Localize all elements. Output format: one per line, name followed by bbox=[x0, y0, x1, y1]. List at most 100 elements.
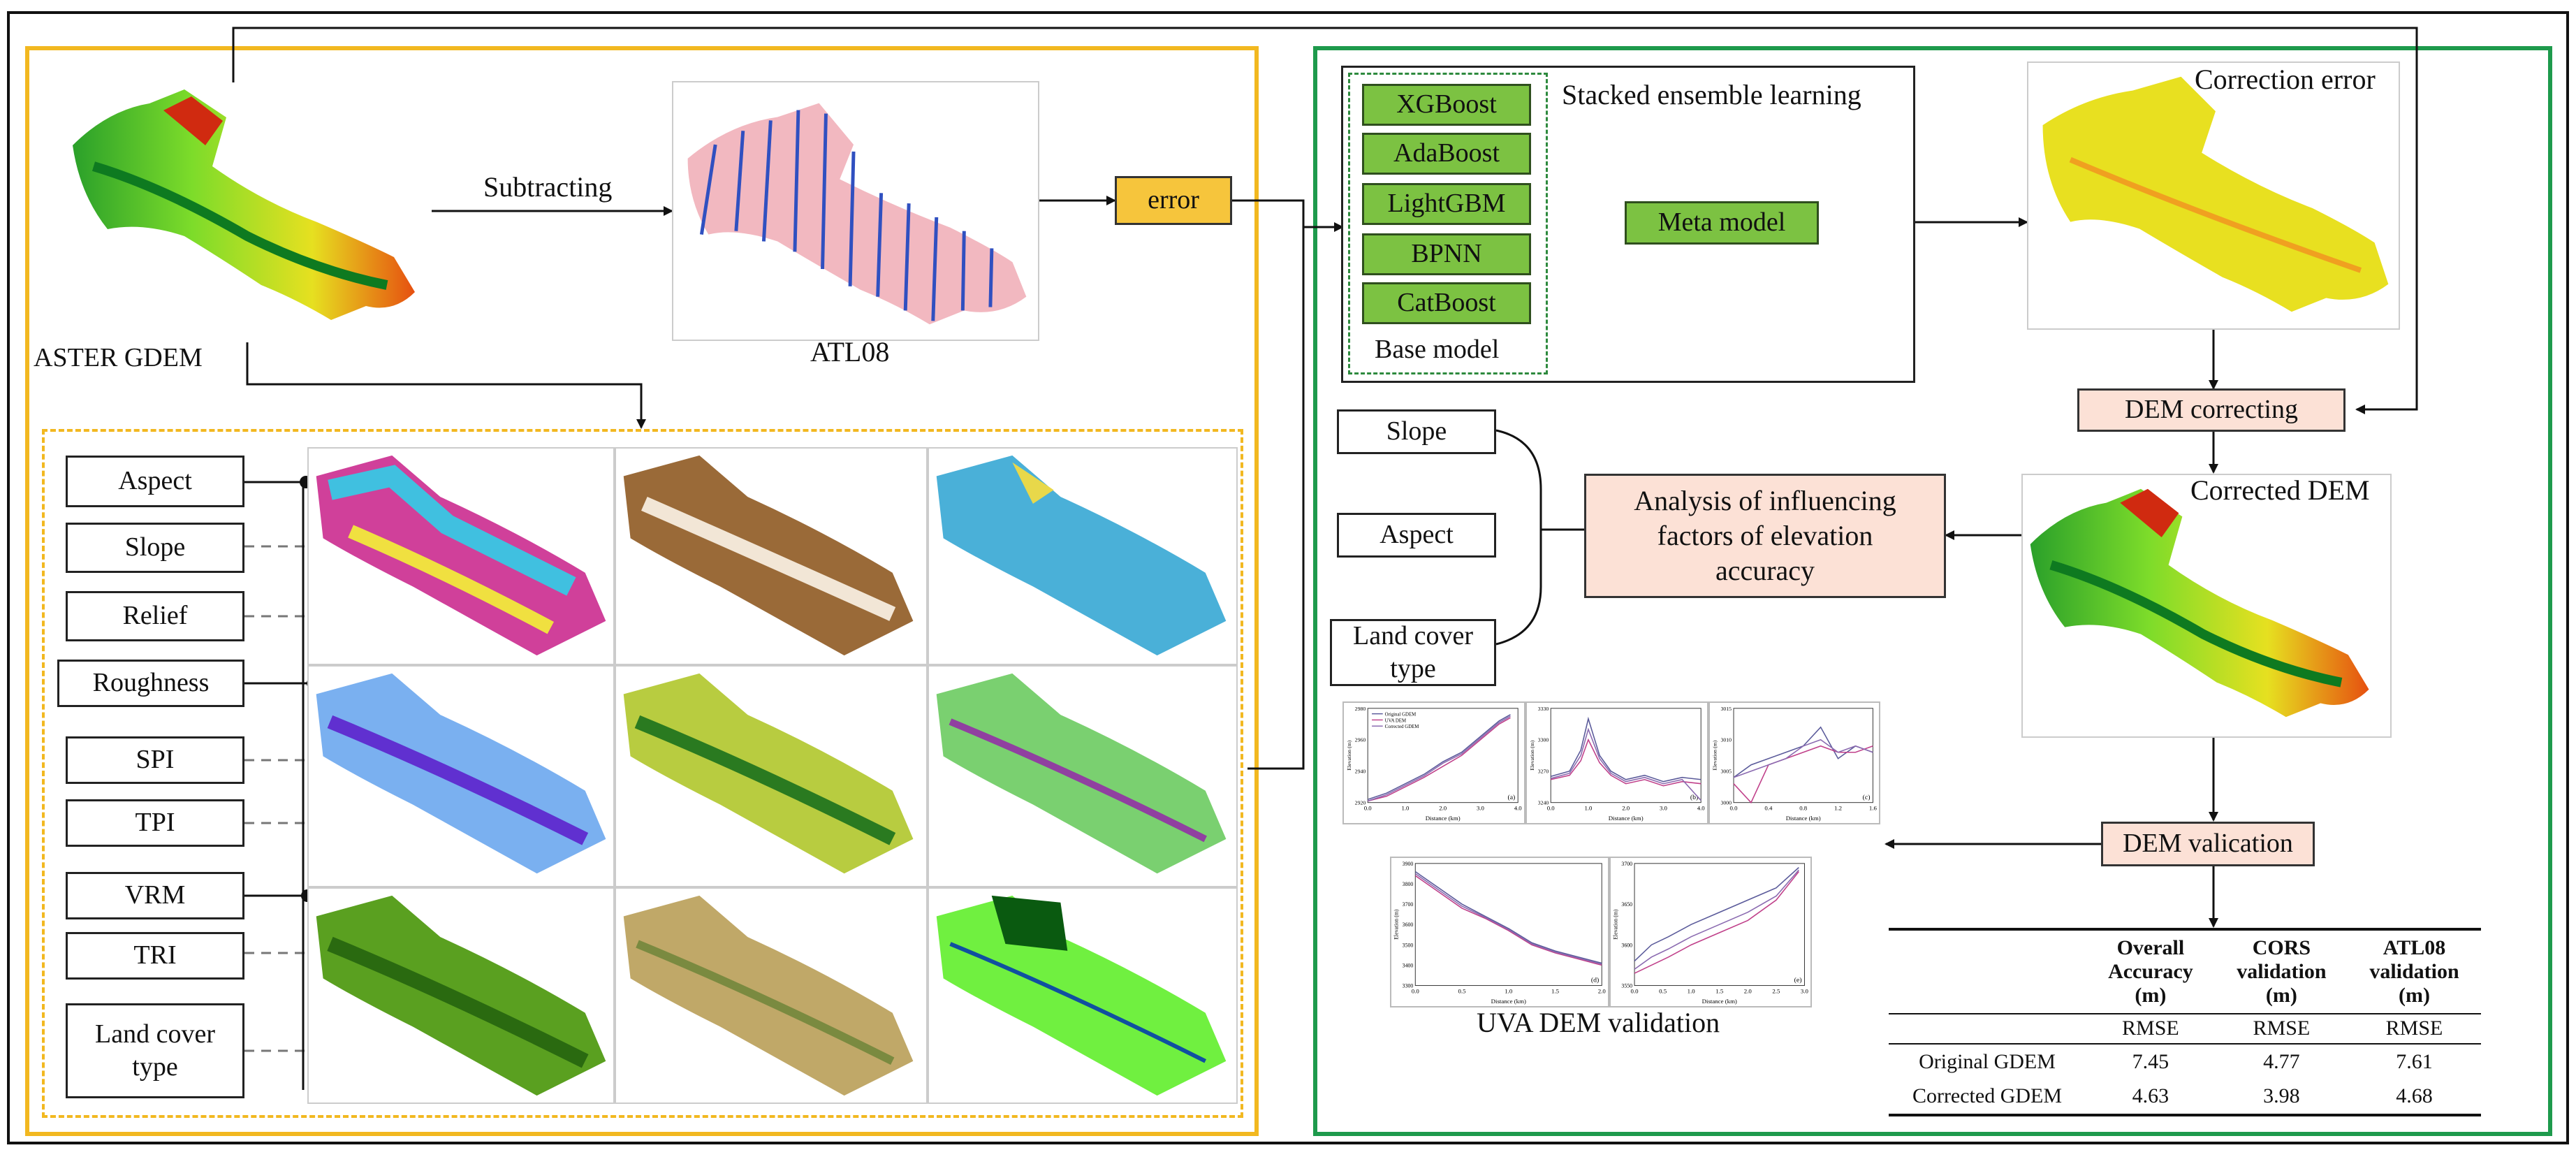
plot-frame bbox=[1733, 708, 1873, 803]
corrected-dem-label: Corrected DEM bbox=[2190, 474, 2370, 506]
aster-gdem-map bbox=[66, 82, 432, 342]
factor-label-land-cover: Land cover type bbox=[66, 1003, 244, 1098]
legend-entry: Corrected GDEM bbox=[1385, 725, 1419, 729]
series-line-3 bbox=[1414, 873, 1602, 965]
table-header-atl08: ATL08 validation (m) bbox=[2369, 936, 2459, 1007]
panel-label: (e) bbox=[1794, 977, 1802, 984]
x-tick-label: 1.0 bbox=[1505, 987, 1513, 994]
analysis-box: Analysis of influencing factors of eleva… bbox=[1584, 474, 1946, 598]
results-table-wrap: Overall Accuracy (m) CORS validation (m)… bbox=[1889, 928, 2481, 1116]
dem-correcting-box: DEM correcting bbox=[2077, 388, 2346, 432]
table-row-name: Original GDEM bbox=[1919, 1049, 2056, 1073]
table-row-name: Corrected GDEM bbox=[1912, 1084, 2063, 1108]
factor-label-relief: Relief bbox=[66, 591, 244, 641]
series-line-1 bbox=[1367, 714, 1511, 800]
series-line-2 bbox=[1634, 871, 1799, 974]
table-subheader: RMSE bbox=[2253, 1017, 2311, 1040]
right-factor-land-cover: Land cover type bbox=[1330, 619, 1496, 686]
y-tick-label: 3005 bbox=[1720, 769, 1732, 775]
spi-map bbox=[615, 665, 928, 887]
dem-validation-box: DEM valication bbox=[2101, 822, 2315, 866]
outer-frame bbox=[7, 11, 2569, 1144]
factor-label-aspect: Aspect bbox=[66, 456, 244, 507]
series-line-3 bbox=[1733, 738, 1873, 778]
x-tick-label: 0.8 bbox=[1799, 804, 1808, 811]
y-tick-label: 3400 bbox=[1403, 962, 1414, 968]
x-tick-label: 0.4 bbox=[1764, 804, 1773, 811]
right-factor-slope: Slope bbox=[1337, 409, 1496, 454]
x-tick-label: 0.0 bbox=[1547, 804, 1556, 811]
table-cell: 4.68 bbox=[2396, 1084, 2433, 1108]
error-box: error bbox=[1115, 176, 1232, 225]
factor-panel-frame bbox=[42, 429, 1243, 1118]
y-tick-label: 3000 bbox=[1720, 800, 1732, 806]
stacked-ensemble-title: Stacked ensemble learning bbox=[1562, 79, 1861, 110]
bpnn-box: BPNN bbox=[1362, 233, 1531, 275]
x-tick-label: 0.0 bbox=[1364, 804, 1373, 811]
y-axis-label: Elevation (m) bbox=[1346, 740, 1352, 770]
x-axis-label: Distance (km) bbox=[1786, 815, 1821, 822]
panel-label: (d) bbox=[1591, 977, 1599, 984]
x-tick-label: 0.5 bbox=[1659, 987, 1667, 994]
table-row: Original GDEM 7.45 4.77 7.61 bbox=[1889, 1043, 2481, 1079]
table-cell: 3.98 bbox=[2263, 1084, 2300, 1108]
x-tick-label: 2.0 bbox=[1622, 804, 1630, 811]
series-line-1 bbox=[1634, 867, 1799, 962]
table-header-overall: Overall Accuracy (m) bbox=[2108, 936, 2193, 1007]
aster-gdem-label: ASTER GDEM bbox=[34, 343, 203, 372]
tpi-map bbox=[928, 665, 1238, 887]
x-tick-label: 4.0 bbox=[1697, 804, 1706, 811]
subtracting-label: Subtracting bbox=[483, 171, 613, 203]
plot-frame bbox=[1550, 708, 1702, 803]
xgboost-box: XGBoost bbox=[1362, 84, 1531, 126]
x-tick-label: 3.0 bbox=[1660, 804, 1668, 811]
correction-error-map bbox=[2027, 61, 2400, 330]
table-subheader: RMSE bbox=[2385, 1017, 2443, 1040]
series-line-2 bbox=[1551, 738, 1702, 787]
y-tick-label: 3800 bbox=[1403, 881, 1414, 887]
base-model-label: Base model bbox=[1375, 335, 1500, 364]
y-axis-label: Elevation (m) bbox=[1712, 740, 1718, 770]
adaboost-box: AdaBoost bbox=[1362, 133, 1531, 175]
table-subheader: RMSE bbox=[2122, 1017, 2179, 1040]
y-tick-label: 3700 bbox=[1621, 861, 1632, 867]
model-panel-frame bbox=[1313, 46, 2552, 1136]
x-tick-label: 2.0 bbox=[1598, 987, 1607, 994]
y-tick-label: 3650 bbox=[1621, 901, 1632, 908]
x-tick-label: 0.0 bbox=[1631, 987, 1639, 994]
x-tick-label: 1.0 bbox=[1584, 804, 1593, 811]
panel-label: (a) bbox=[1507, 794, 1515, 801]
tri-map bbox=[615, 887, 928, 1104]
factor-label-spi: SPI bbox=[66, 736, 244, 784]
series-line-1 bbox=[1414, 871, 1602, 964]
y-tick-label: 3330 bbox=[1538, 706, 1549, 712]
series-line-2 bbox=[1414, 875, 1602, 966]
x-tick-label: 1.0 bbox=[1688, 987, 1696, 994]
table-subheader bbox=[1889, 1014, 2086, 1044]
y-axis-label: Elevation (m) bbox=[1393, 909, 1400, 940]
catboost-box: CatBoost bbox=[1362, 282, 1531, 324]
y-axis-label: Elevation (m) bbox=[1613, 909, 1619, 940]
y-tick-label: 3600 bbox=[1621, 942, 1632, 948]
x-tick-label: 0.0 bbox=[1730, 804, 1739, 811]
table-row: Corrected GDEM 4.63 3.98 4.68 bbox=[1889, 1079, 2481, 1115]
table-cell: 4.63 bbox=[2132, 1084, 2169, 1108]
x-axis-label: Distance (km) bbox=[1426, 815, 1461, 822]
results-table: Overall Accuracy (m) CORS validation (m)… bbox=[1889, 928, 2481, 1116]
x-tick-label: 0.0 bbox=[1412, 987, 1420, 994]
y-tick-label: 2980 bbox=[1355, 706, 1366, 712]
atl08-label: ATL08 bbox=[810, 336, 890, 368]
x-tick-label: 1.6 bbox=[1869, 804, 1878, 811]
series-line-3 bbox=[1367, 715, 1511, 802]
panel-label: (c) bbox=[1863, 794, 1871, 801]
factor-label-slope: Slope bbox=[66, 523, 244, 573]
x-tick-label: 1.0 bbox=[1401, 804, 1410, 811]
x-tick-label: 4.0 bbox=[1514, 804, 1523, 811]
x-tick-label: 2.0 bbox=[1439, 804, 1447, 811]
legend-entry: UVA DEM bbox=[1385, 718, 1406, 723]
